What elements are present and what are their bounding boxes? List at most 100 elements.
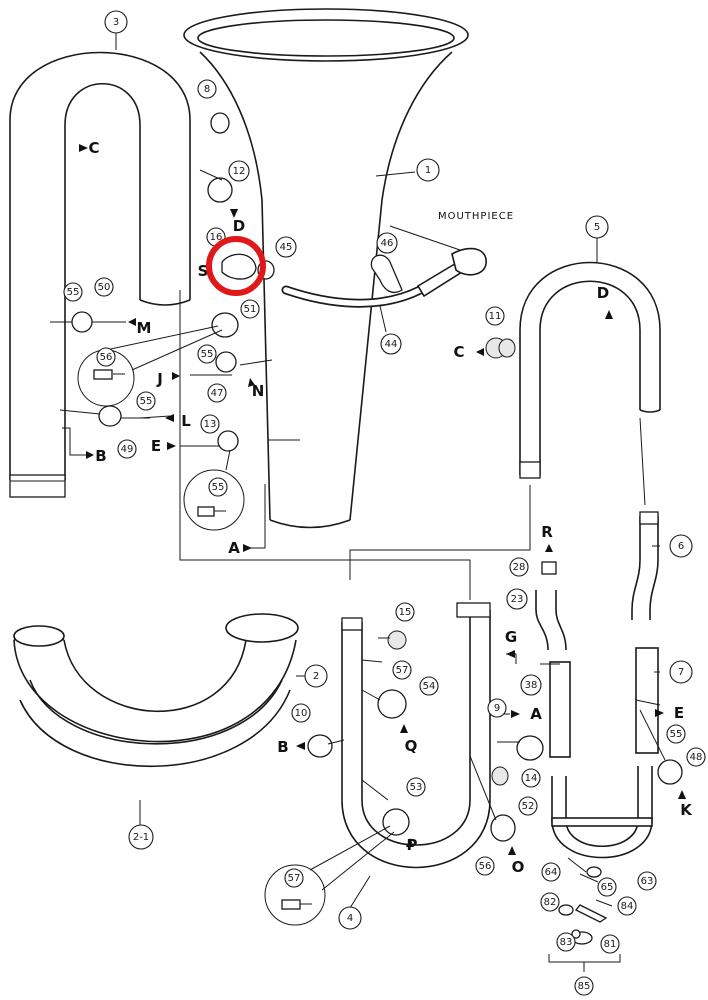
svg-text:54: 54 — [423, 681, 436, 692]
tube-23-part — [535, 590, 567, 651]
part-label-63: 63 — [637, 871, 657, 891]
connection-letter-e: E — [151, 437, 161, 455]
part-label-81: 81 — [600, 934, 620, 954]
part-label-48: 48 — [686, 747, 706, 767]
part-label-28: 28 — [509, 557, 529, 577]
svg-text:55: 55 — [201, 349, 214, 360]
part-label-55-5: 55 — [666, 724, 686, 744]
part-label-14: 14 — [521, 768, 541, 788]
part-label-2-1: 2-1 — [128, 824, 154, 850]
tube-63-part — [551, 766, 653, 859]
part-label-49: 49 — [117, 439, 137, 459]
svg-text:10: 10 — [295, 708, 308, 719]
svg-text:64: 64 — [545, 867, 558, 878]
connection-letter-c-2: C — [453, 343, 464, 361]
part-label-55-4: 55 — [208, 477, 228, 497]
svg-text:55: 55 — [212, 482, 225, 493]
svg-text:1: 1 — [425, 165, 431, 176]
part-label-47: 47 — [207, 383, 227, 403]
svg-text:56: 56 — [100, 352, 113, 363]
part-label-11: 11 — [485, 306, 505, 326]
part-label-3: 3 — [104, 10, 128, 34]
tube-3-part — [9, 51, 191, 498]
part-label-57-2: 57 — [284, 868, 304, 888]
part-label-52: 52 — [518, 796, 538, 816]
part-label-8: 8 — [197, 79, 217, 99]
svg-text:8: 8 — [204, 84, 210, 95]
svg-text:83: 83 — [560, 937, 573, 948]
svg-text:45: 45 — [280, 242, 293, 253]
svg-text:51: 51 — [244, 304, 257, 315]
part-label-46: 46 — [376, 232, 398, 254]
bell-part — [183, 8, 469, 529]
svg-text:7: 7 — [678, 667, 684, 678]
svg-text:52: 52 — [522, 801, 535, 812]
part-label-55-3: 55 — [136, 391, 156, 411]
svg-text:4: 4 — [347, 913, 353, 924]
tube-5-part — [519, 261, 661, 479]
part-label-55-2: 55 — [197, 344, 217, 364]
svg-text:65: 65 — [601, 882, 614, 893]
connection-letter-l: L — [181, 412, 191, 430]
part-label-45: 45 — [275, 236, 297, 258]
svg-text:81: 81 — [604, 939, 617, 950]
connection-letter-s: S — [198, 262, 209, 280]
connection-letter-b: B — [95, 447, 106, 465]
part-label-51: 51 — [240, 299, 260, 319]
connection-letter-b-2: B — [277, 738, 288, 756]
svg-text:14: 14 — [525, 773, 538, 784]
part-label-56-2: 56 — [475, 856, 495, 876]
part-label-44: 44 — [380, 333, 402, 355]
part-label-5: 5 — [585, 215, 609, 239]
part-label-9: 9 — [487, 698, 507, 718]
svg-text:85: 85 — [578, 981, 591, 992]
svg-text:46: 46 — [381, 238, 394, 249]
svg-text:53: 53 — [410, 782, 423, 793]
svg-text:38: 38 — [525, 680, 538, 691]
connection-letter-k: K — [680, 801, 693, 819]
connection-letter-e-2: E — [674, 704, 684, 722]
connection-letter-q: Q — [405, 737, 418, 755]
part-label-1: 1 — [416, 158, 440, 182]
svg-text:11: 11 — [489, 311, 502, 322]
tube-38-part — [549, 661, 571, 758]
svg-text:63: 63 — [641, 876, 654, 887]
svg-text:49: 49 — [121, 444, 134, 455]
part-label-82: 82 — [540, 892, 560, 912]
svg-text:3: 3 — [113, 17, 119, 28]
part-label-23: 23 — [506, 588, 528, 610]
connection-letter-d-2: D — [597, 284, 609, 302]
svg-text:2-1: 2-1 — [133, 832, 149, 843]
connection-letter-m: M — [137, 319, 152, 337]
connection-letter-r: R — [541, 523, 553, 541]
svg-text:48: 48 — [690, 752, 703, 763]
connection-letter-a: A — [228, 539, 240, 557]
svg-text:57: 57 — [396, 665, 409, 676]
part-label-54: 54 — [419, 676, 439, 696]
connection-letter-d: D — [233, 217, 245, 235]
tube-6-part — [631, 511, 659, 620]
connection-letter-g: G — [505, 628, 517, 646]
connection-letter-a-2: A — [530, 705, 542, 723]
svg-text:23: 23 — [511, 594, 524, 605]
svg-text:84: 84 — [621, 901, 634, 912]
connection-letter-j: J — [156, 370, 163, 388]
connection-lines — [50, 33, 666, 972]
svg-text:12: 12 — [233, 166, 246, 177]
part-label-7: 7 — [669, 660, 693, 684]
part-label-10: 10 — [291, 703, 311, 723]
svg-text:2: 2 — [313, 671, 319, 682]
svg-text:55: 55 — [670, 729, 683, 740]
part-label-38: 38 — [520, 674, 542, 696]
svg-text:9: 9 — [494, 703, 500, 714]
part-label-56: 56 — [96, 347, 116, 367]
svg-text:13: 13 — [204, 419, 217, 430]
connection-letter-c: C — [88, 139, 99, 157]
part-label-83: 83 — [556, 932, 576, 952]
tube-2-part — [13, 613, 299, 768]
tube-4-part — [341, 602, 491, 869]
part-label-13: 13 — [200, 414, 220, 434]
svg-text:16: 16 — [210, 232, 223, 243]
svg-text:6: 6 — [678, 541, 684, 552]
